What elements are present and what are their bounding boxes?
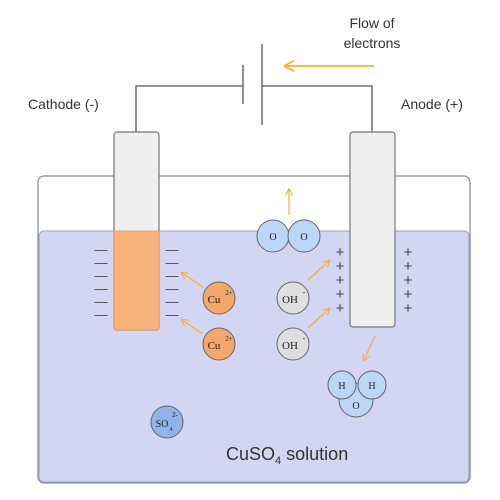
solution-label-formula: CuSO [226, 444, 275, 464]
hydroxide-ion: OH - [276, 281, 310, 315]
plus-sign: + [336, 272, 345, 289]
cathode-label: Cathode (-) [28, 96, 99, 112]
atom-label: O [352, 401, 359, 412]
plus-sign: + [336, 286, 345, 303]
minus-sign: — [166, 255, 179, 270]
plus-sign: + [336, 258, 345, 275]
ion-subscript: 4 [170, 427, 173, 433]
ion-charge: - [303, 288, 306, 297]
anode-label: Anode (+) [401, 96, 463, 112]
atom-label: H [338, 381, 345, 392]
minus-sign: — [95, 281, 108, 296]
water-formation-arrow [364, 335, 376, 360]
minus-sign: — [166, 307, 179, 322]
plus-sign: + [336, 300, 345, 317]
solution-label-word: solution [281, 444, 348, 464]
copper-ion: Cu 2+ [202, 327, 236, 361]
ion-symbol: Cu [208, 340, 221, 352]
hydroxide-ion: OH - [276, 327, 310, 361]
copper-deposit [113, 230, 160, 331]
minus-sign: — [166, 268, 179, 283]
plus-sign: + [404, 286, 413, 303]
ion-symbol: OH [282, 294, 298, 306]
cu-ion-arrow [182, 273, 204, 288]
atom-label: O [269, 232, 276, 243]
plus-sign: + [404, 258, 413, 275]
anode-electrode [349, 131, 396, 328]
wire-anode [262, 85, 373, 132]
ion-charge: 2+ [225, 335, 233, 343]
ion-charge: 2+ [225, 289, 233, 297]
atom-label: O [300, 232, 307, 243]
copper-ion: Cu 2+ [202, 281, 236, 315]
minus-sign: — [95, 294, 108, 309]
flow-label-line2: electrons [344, 35, 401, 51]
plus-sign: + [404, 300, 413, 317]
minus-sign: — [166, 242, 179, 257]
oxygen-molecule: O O [256, 219, 321, 253]
water-molecule: H H O [327, 370, 387, 418]
minus-sign: — [166, 294, 179, 309]
oh-ion-arrow [307, 309, 329, 329]
ion-symbol: OH [282, 340, 298, 352]
minus-sign: — [95, 268, 108, 283]
oh-ion-arrow [307, 261, 329, 281]
minus-sign: — [95, 255, 108, 270]
wire-cathode [135, 85, 243, 132]
minus-sign: — [95, 307, 108, 322]
flow-label-line1: Flow of [349, 15, 394, 31]
plus-sign: + [336, 244, 345, 261]
atom-label: H [368, 381, 375, 392]
solution-label: CuSO4 solution [226, 444, 348, 467]
ion-charge: 2- [172, 411, 179, 419]
minus-sign: — [95, 242, 108, 257]
sulfate-ion: SO 4 2- [150, 405, 184, 439]
ion-charge: - [303, 334, 306, 343]
ion-symbol: Cu [208, 294, 221, 306]
cu-ion-arrow [182, 320, 204, 335]
anode-positive-charges: + + + + + + + + + + [336, 244, 413, 317]
minus-sign: — [166, 281, 179, 296]
solution-label-subscript: 4 [275, 455, 281, 467]
cathode-negative-charges: — — — — — — — — — — — — [95, 242, 179, 322]
plus-sign: + [404, 244, 413, 261]
plus-sign: + [404, 272, 413, 289]
ion-symbol: SO [156, 419, 169, 430]
